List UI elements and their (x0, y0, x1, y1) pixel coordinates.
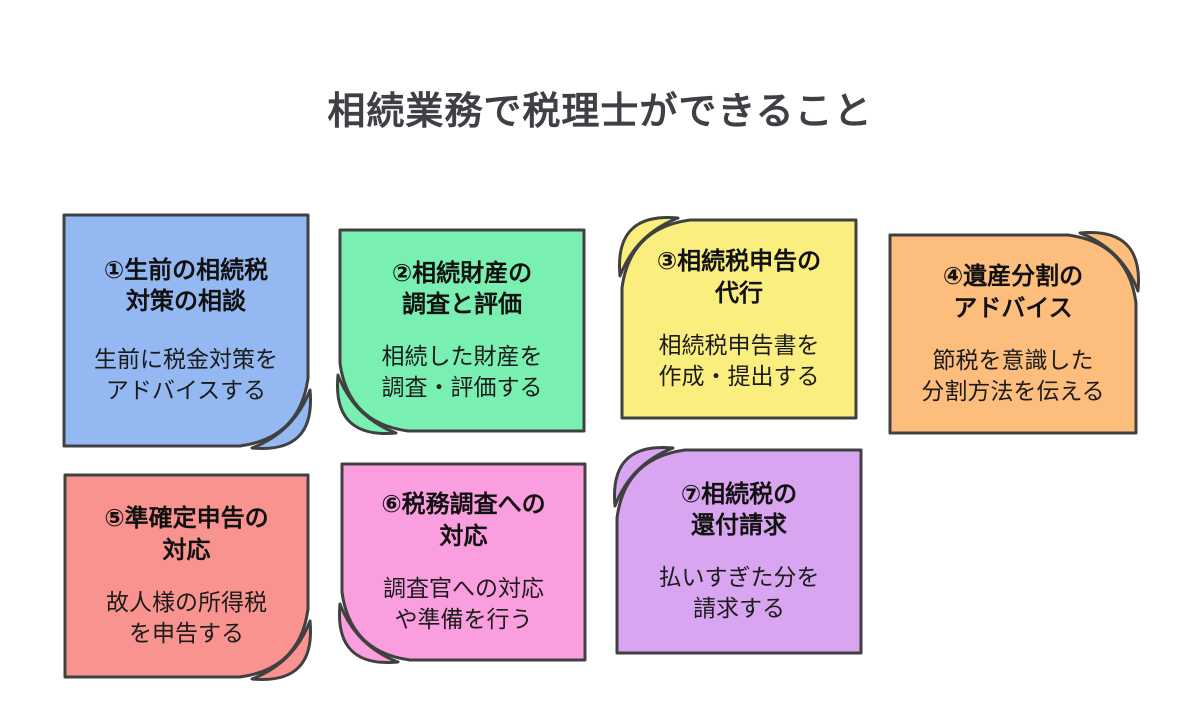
note-fold-corner-icon (617, 215, 680, 278)
note-card-1-seizen-taisaku: ①生前の相続税 対策の相談 生前に税金対策を アドバイスする (62, 213, 313, 451)
note-title: ⑥税務調査への 対応 (381, 491, 546, 550)
note-title: ⑦相続税の 還付請求 (680, 480, 798, 540)
note-fold-corner-icon (337, 602, 400, 665)
note-title: ③相続税申告の 代行 (656, 248, 822, 307)
note-fold-corner-icon (612, 445, 675, 508)
sticky-note-shape (612, 445, 863, 655)
sticky-note-shape (335, 228, 586, 436)
sticky-note-shape (888, 230, 1141, 435)
note-description: 調査官への対応 や準備を行う (383, 574, 544, 632)
note-title: ⑤準確定申告の 対応 (104, 505, 269, 564)
note-card-5-junkakutei: ⑤準確定申告の 対応 故人様の所得税 を申告する (63, 473, 313, 682)
note-description: 故人様の所得税 を申告する (106, 588, 267, 646)
note-title: ④遺産分割の アドバイス (942, 263, 1084, 322)
note-card-3-shinkoku-daikou: ③相続税申告の 代行 相続税申告書を 作成・提出する (617, 215, 858, 420)
sticky-note-shape (617, 215, 858, 420)
sticky-note-shape (337, 462, 587, 665)
note-fold-corner-icon (335, 373, 398, 436)
sticky-note-shape (62, 213, 313, 451)
note-description: 生前に税金対策を アドバイスする (94, 346, 278, 404)
note-description: 相続税申告書を 作成・提出する (658, 331, 820, 389)
note-fold-corner-icon (250, 619, 313, 682)
note-card-6-zeimu-chousa: ⑥税務調査への 対応 調査官への対応 や準備を行う (337, 462, 587, 665)
note-description: 節税を意識した 分割方法を伝える (921, 346, 1105, 404)
note-description: 払いすぎた分を 請求する (658, 564, 820, 622)
note-card-4-isan-bunkatsu: ④遺産分割の アドバイス 節税を意識した 分割方法を伝える (888, 230, 1141, 435)
sticky-note-shape (63, 473, 313, 682)
note-card-7-kanpu-seikyu: ⑦相続税の 還付請求 払いすぎた分を 請求する (612, 445, 863, 655)
note-title: ②相続財産の 調査と評価 (391, 259, 533, 319)
note-description: 相続した財産を 調査・評価する (381, 343, 543, 401)
note-card-2-zaisan-chousa: ②相続財産の 調査と評価 相続した財産を 調査・評価する (335, 228, 586, 436)
page-title: 相続業務で税理士ができること (327, 91, 873, 133)
note-fold-corner-icon (1078, 230, 1141, 293)
note-title: ①生前の相続税 対策の相談 (103, 256, 269, 316)
note-fold-corner-icon (250, 388, 313, 451)
